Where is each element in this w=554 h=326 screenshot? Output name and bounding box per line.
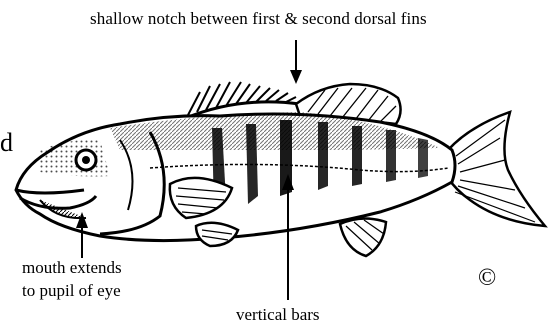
copyright-symbol: ©	[478, 266, 496, 290]
tail-fin	[448, 112, 545, 226]
arrow-notch	[290, 40, 302, 84]
anal-fin	[340, 218, 386, 256]
side-character: d	[0, 130, 13, 156]
mouth-label-line1: mouth extends	[22, 259, 122, 276]
notch-label: shallow notch between first & second dor…	[90, 10, 427, 27]
pelvic-fin	[196, 223, 238, 246]
mouth-label-line2: to pupil of eye	[22, 282, 121, 299]
arrow-down-icon	[290, 70, 302, 84]
vertical-bars-label: vertical bars	[236, 306, 320, 323]
